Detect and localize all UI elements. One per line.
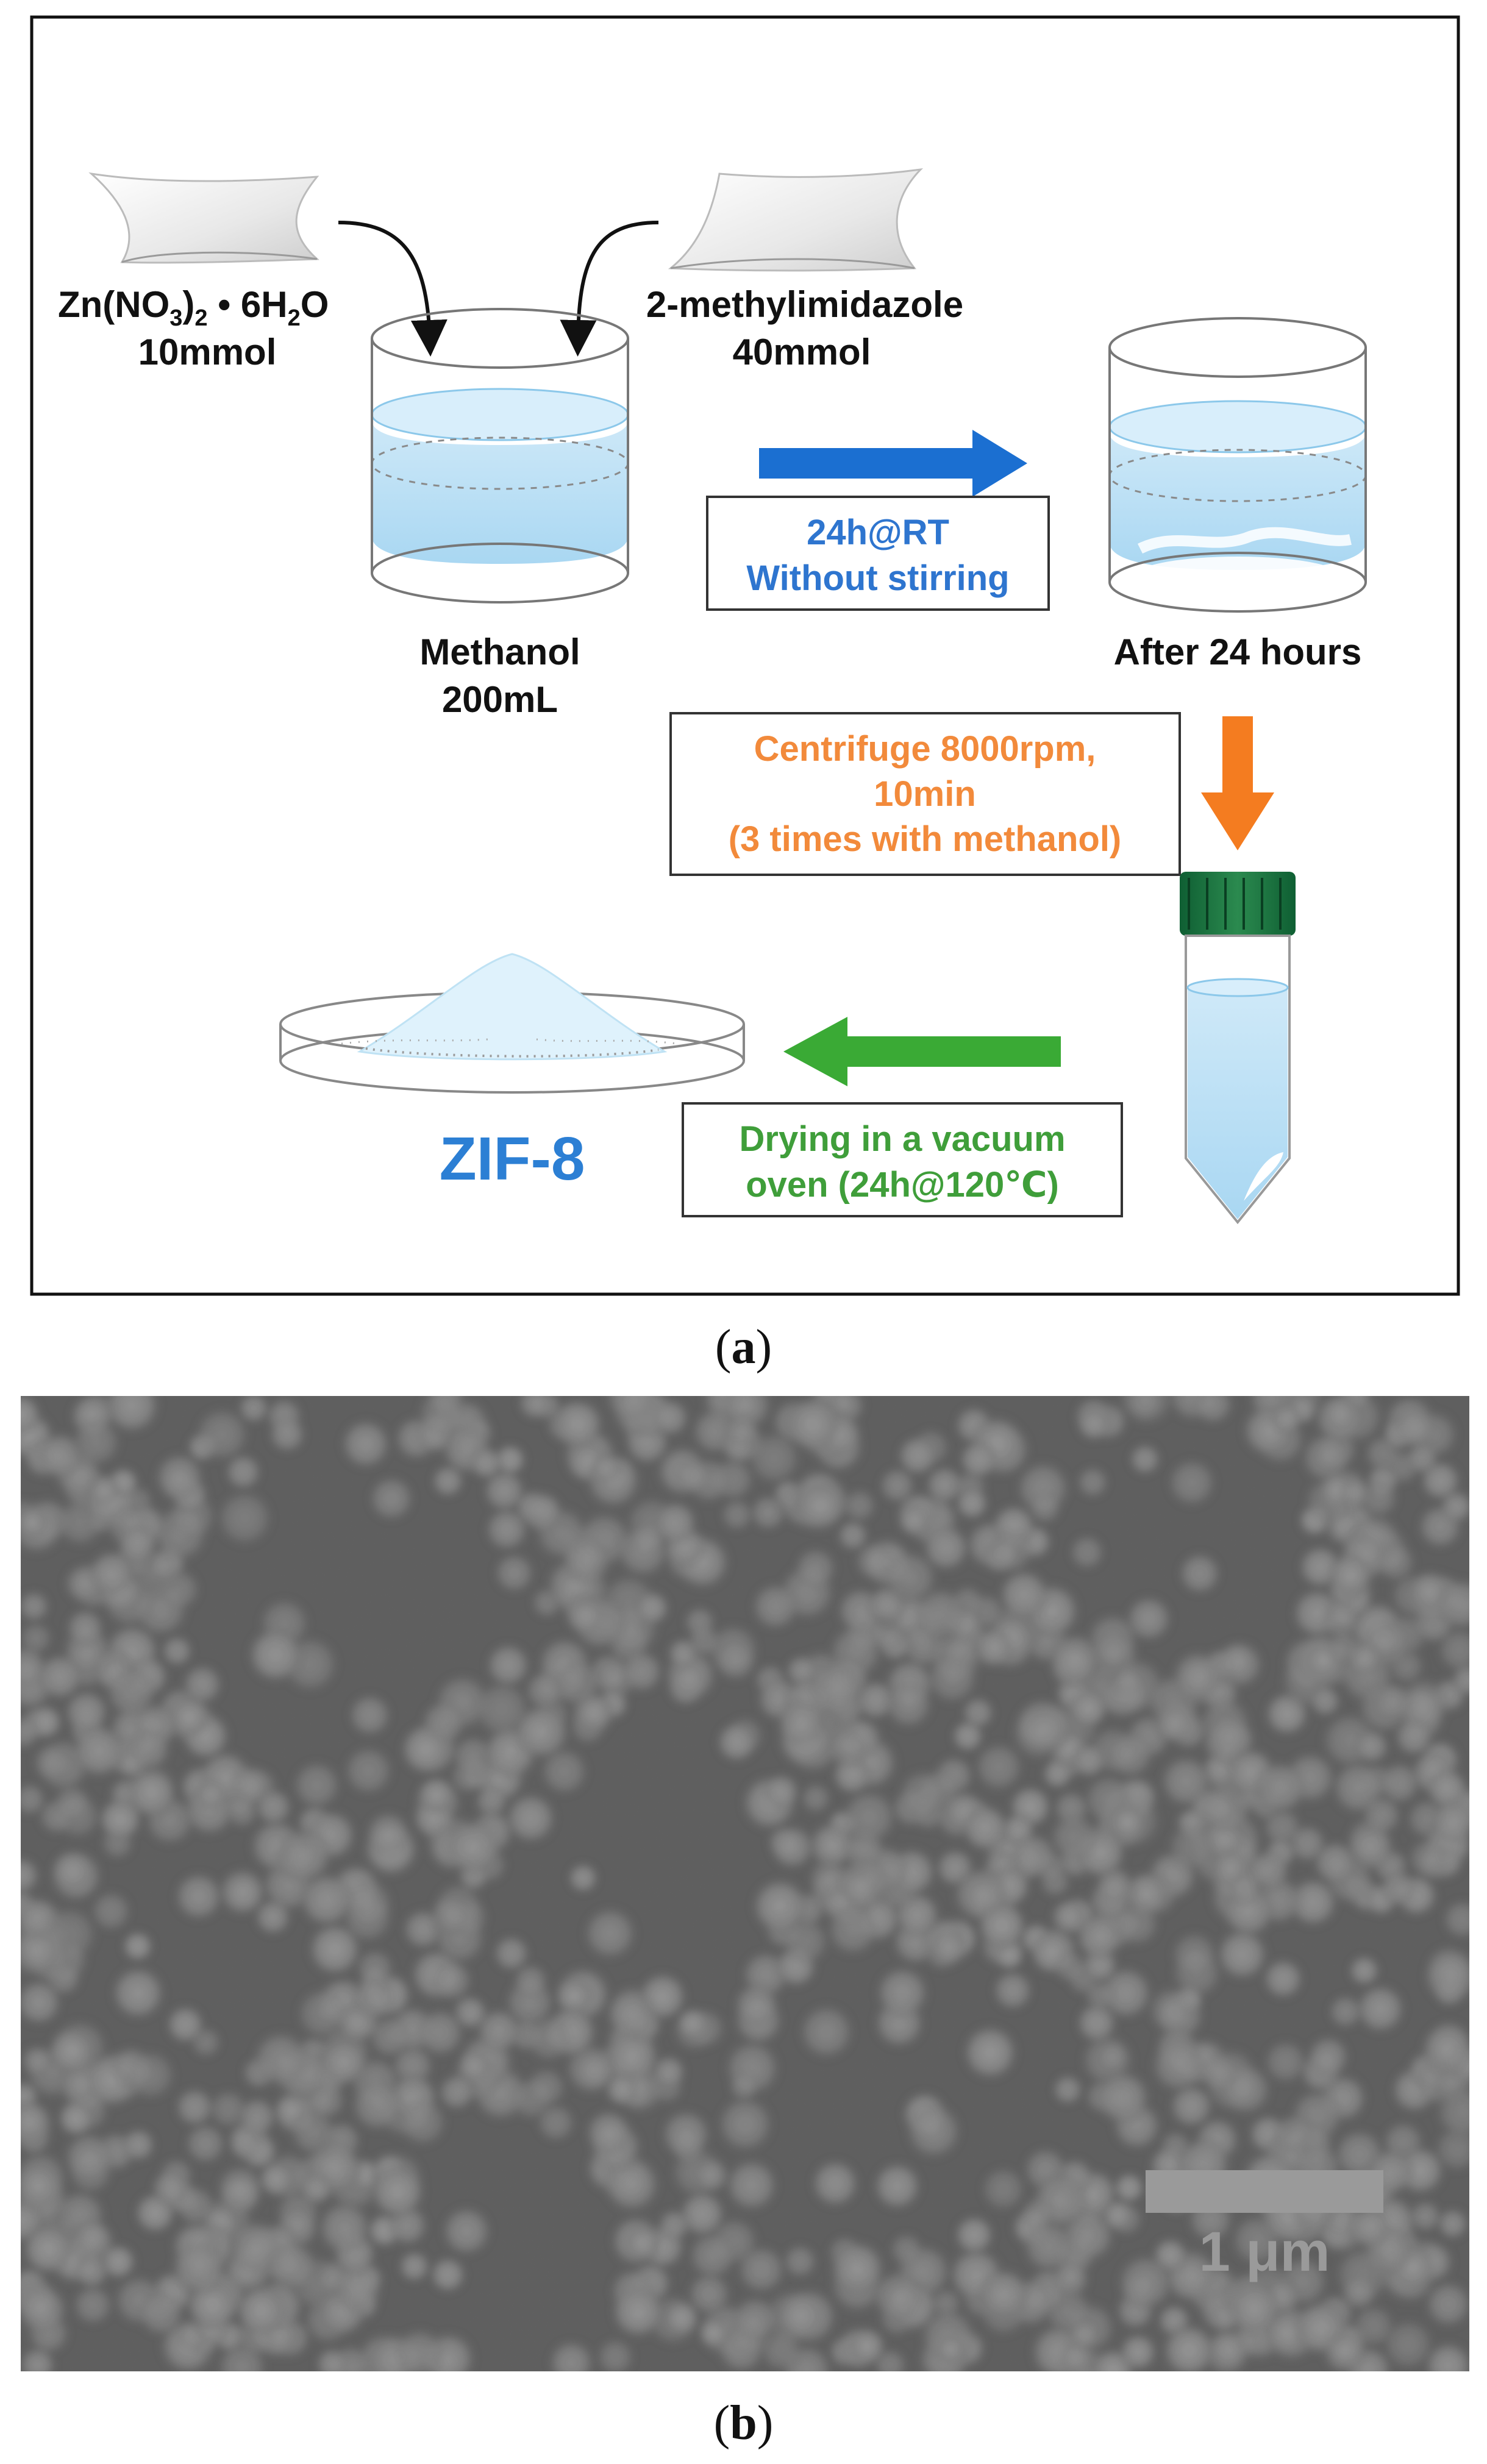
reaction-step-box [706,496,1050,611]
centrifuge-tube-icon [1180,872,1296,1225]
reaction-arrow-icon [759,430,1027,497]
centrifuge-step-line3: (3 times with methanol) [729,819,1122,859]
centrifuge-arrow-icon [1201,716,1274,850]
caption-a: (a) [715,1320,772,1374]
drying-step-box [682,1102,1123,1217]
reaction-step-line2: Without stirring [746,558,1009,598]
drying-step-line1: Drying in a vacuum [739,1119,1065,1159]
zn-nitrate-formula: Zn(NO3)2 • 6H2O [58,284,329,331]
methylimidazole-powder-icon [668,168,924,272]
scale-bar-label: 1 μm [1199,2221,1330,2283]
centrifuge-step-line2: 10min [874,774,976,814]
methanol-beaker-icon [371,308,629,604]
zn-nitrate-amount: 10mmol [138,332,277,372]
synthesis-scheme: Zn(NO3)2 • 6H2O 10mmol 2-methylimidazole… [30,15,1460,1296]
solvent-name: Methanol [419,632,580,672]
drying-arrow-icon [783,1017,1061,1086]
reacted-beaker-icon [1108,317,1367,613]
after-24-hours-label: After 24 hours [1114,632,1362,672]
zn-nitrate-powder-icon [88,172,319,264]
petri-dish-icon [279,953,745,1094]
centrifuge-step-line1: Centrifuge 8000rpm, [754,729,1096,769]
zn-addition-arrow-icon [338,221,448,357]
solvent-volume: 200mL [442,679,558,720]
centrifuge-step-box [669,712,1181,876]
product-label: ZIF-8 [440,1125,585,1193]
mim-addition-arrow-icon [560,221,659,357]
reaction-step-line1: 24h@RT [807,513,949,552]
methylimidazole-name: 2-methylimidazole [646,284,963,325]
scale-bar [1146,2170,1383,2213]
sem-micrograph: 1 μm [21,1396,1469,2371]
caption-b: (b) [713,2396,774,2450]
drying-step-line2: oven (24h@120℃) [746,1165,1059,1205]
methylimidazole-amount: 40mmol [733,332,871,372]
